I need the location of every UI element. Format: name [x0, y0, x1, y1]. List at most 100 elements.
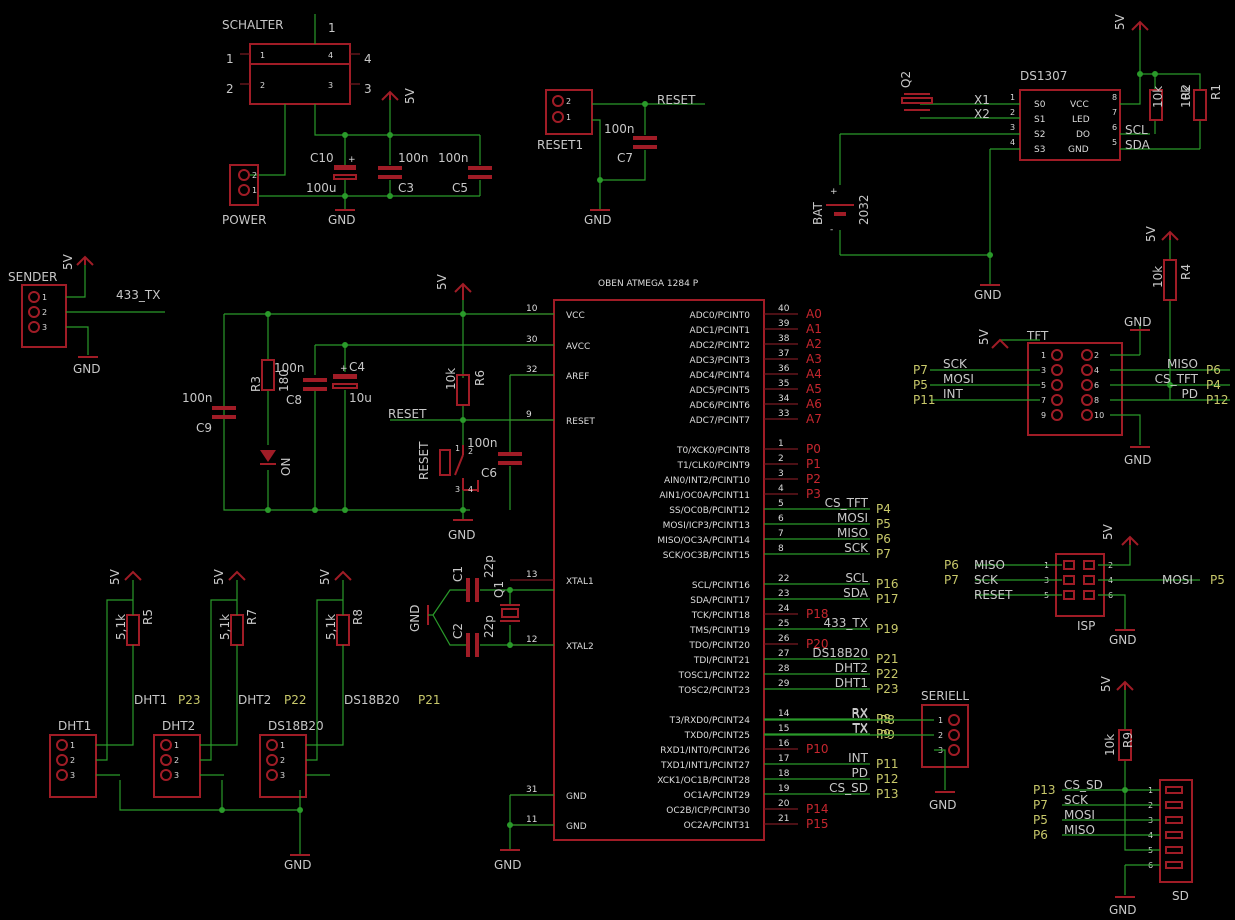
c4-value: 10u	[349, 391, 372, 405]
cap-c9[interactable]: 100n C9	[182, 391, 236, 435]
switch-schalter[interactable]: SCHALTER 1 4 2 3 1 2 4 3 1	[222, 18, 372, 105]
rtc-x1: X1	[974, 93, 990, 107]
switch-outer-1: 1	[226, 52, 234, 66]
rtc-led: LED	[1072, 115, 1090, 125]
tft-pin-hole	[1081, 379, 1093, 391]
cap-c4[interactable]: + C4 10u	[332, 360, 372, 405]
rtc-name: DS1307	[1020, 69, 1067, 83]
cap-c8[interactable]: 100n C8	[274, 361, 327, 407]
resistor-r1[interactable]: 10k R1	[1179, 84, 1223, 121]
resistor-r2[interactable]: 10k R2	[1149, 84, 1193, 121]
crystal-q1[interactable]: Q1	[492, 581, 520, 622]
xtal-gnd: GND	[408, 604, 422, 632]
mcu-port-label: P14	[806, 802, 829, 816]
mcu-net-label: TX	[851, 721, 868, 735]
resistor-r6[interactable]: 10k R6	[444, 368, 487, 406]
cap-c2[interactable]: C2 22p	[451, 615, 496, 657]
mcu-right-pin-num: 37	[778, 349, 789, 359]
cap-c1[interactable]: C1 22p	[451, 555, 496, 602]
mcu-left-pin-label: XTAL2	[566, 642, 594, 652]
sd-pin-pad	[1165, 786, 1183, 794]
rtc-num-1: 1	[1010, 93, 1015, 102]
sd-pin-pad	[1165, 801, 1183, 809]
mcu-left-pin-label: GND	[566, 822, 587, 832]
mcu-port-label: A3	[806, 352, 822, 366]
cap-c10[interactable]: + C10 100u	[306, 151, 357, 195]
mcu-right-pin-label: TOSC1/PCINT22	[678, 671, 750, 681]
mcu-5v: 5V	[435, 273, 449, 290]
seriell-name: SERIELL	[921, 689, 969, 703]
mcu-right-pin-num: 38	[778, 334, 790, 344]
reset1-connector[interactable]: 2 1 RESET1	[537, 89, 593, 152]
mcu-5v-symbol: 5V	[435, 273, 472, 300]
mcu-right-pin-num: 39	[778, 319, 790, 329]
mcu-port-label: A0	[806, 307, 822, 321]
rtc-num-5: 5	[1112, 138, 1117, 147]
mcu-right-pin-num: 3	[778, 469, 784, 479]
tft-pin-num-right: 2	[1094, 351, 1099, 360]
cap-c7[interactable]: 100n C7	[604, 122, 657, 165]
resistor-r3[interactable]: R3 180	[249, 359, 291, 392]
rtc-s0: S0	[1034, 100, 1046, 110]
sd-pin-pad	[1165, 816, 1183, 824]
mcu-port-label: P10	[806, 742, 829, 756]
sensor-pin-num: 3	[70, 771, 75, 780]
led-on[interactable]: ON	[260, 450, 293, 476]
mcu-right-pin-label: T3/RXD0/PCINT24	[669, 716, 751, 726]
tft-pin-hole	[1051, 364, 1063, 376]
sd-name: SD	[1172, 889, 1189, 903]
sensor-5v-arrow	[334, 570, 352, 581]
mcu-right-pin-num: 4	[778, 484, 784, 494]
mcu-port-label: P18	[806, 607, 829, 621]
reset1-pin-1: 1	[566, 113, 571, 122]
rtc-ds1307[interactable]: DS1307 S0 S1 S2 S3 VCC LED DO GND 1 2 3 …	[1010, 69, 1121, 161]
isp-left-net: RESET	[974, 588, 1013, 602]
reset-pushbutton[interactable]: 1 2 3 4 RESET	[417, 441, 479, 494]
mcu-atmega1284p[interactable]: OBEN ATMEGA 1284 P 10VCC30AVCC32AREF9RES…	[510, 279, 899, 841]
tft-right-net: PD	[1182, 387, 1198, 401]
mcu-port-label: A4	[806, 367, 822, 381]
r4-name: R4	[1179, 264, 1193, 280]
sender-connector[interactable]: 1 2 3 SENDER	[8, 270, 67, 348]
tft-pin-hole	[1081, 349, 1093, 361]
isp-gnd: GND	[1109, 633, 1137, 647]
mcu-port-label: P20	[806, 637, 829, 651]
mcu-left-pin-num: 10	[526, 304, 538, 314]
power-connector[interactable]: 2 1 POWER	[222, 164, 266, 227]
battery-bat[interactable]: + - BAT 2032	[811, 187, 871, 235]
c3-name: C3	[398, 181, 414, 195]
rtc-do: DO	[1076, 130, 1090, 140]
mcu-left-pin-num: 30	[526, 335, 538, 345]
sensor-port-label: P21	[418, 693, 441, 707]
sender-name: SENDER	[8, 270, 57, 284]
c7-name: C7	[617, 151, 633, 165]
isp-pin-pad	[1083, 575, 1095, 585]
tft-left-net: INT	[943, 387, 964, 401]
q2-name: Q2	[899, 71, 913, 88]
c3-value: 100n	[398, 151, 429, 165]
sensor-name: DHT1	[58, 719, 91, 733]
isp-pin-pad	[1083, 590, 1095, 600]
rtc-num-4: 4	[1010, 138, 1015, 147]
mcu-net-label: PD	[852, 766, 868, 780]
sensor-resistor-name: R7	[245, 609, 259, 625]
resistor-r4[interactable]: 10k R4	[1151, 259, 1193, 301]
cap-c5[interactable]: 100n C5	[438, 151, 492, 195]
cap-c3[interactable]: 100n C3	[378, 151, 429, 195]
rtc-sda: SDA	[1125, 138, 1151, 152]
tft-left-net: MOSI	[943, 372, 974, 386]
mcu-net-label: DHT1	[835, 676, 868, 690]
rtc-num-3: 3	[1010, 123, 1015, 132]
tft-pin-hole	[1081, 394, 1093, 406]
sw-pin-2: 2	[468, 447, 473, 456]
crystal-q2[interactable]: Q2	[899, 71, 933, 111]
cap-c6[interactable]: 100n C6	[467, 436, 522, 480]
mcu-right-pin-num: 15	[778, 724, 789, 734]
resistor-r9[interactable]: 10k R9	[1103, 729, 1135, 761]
